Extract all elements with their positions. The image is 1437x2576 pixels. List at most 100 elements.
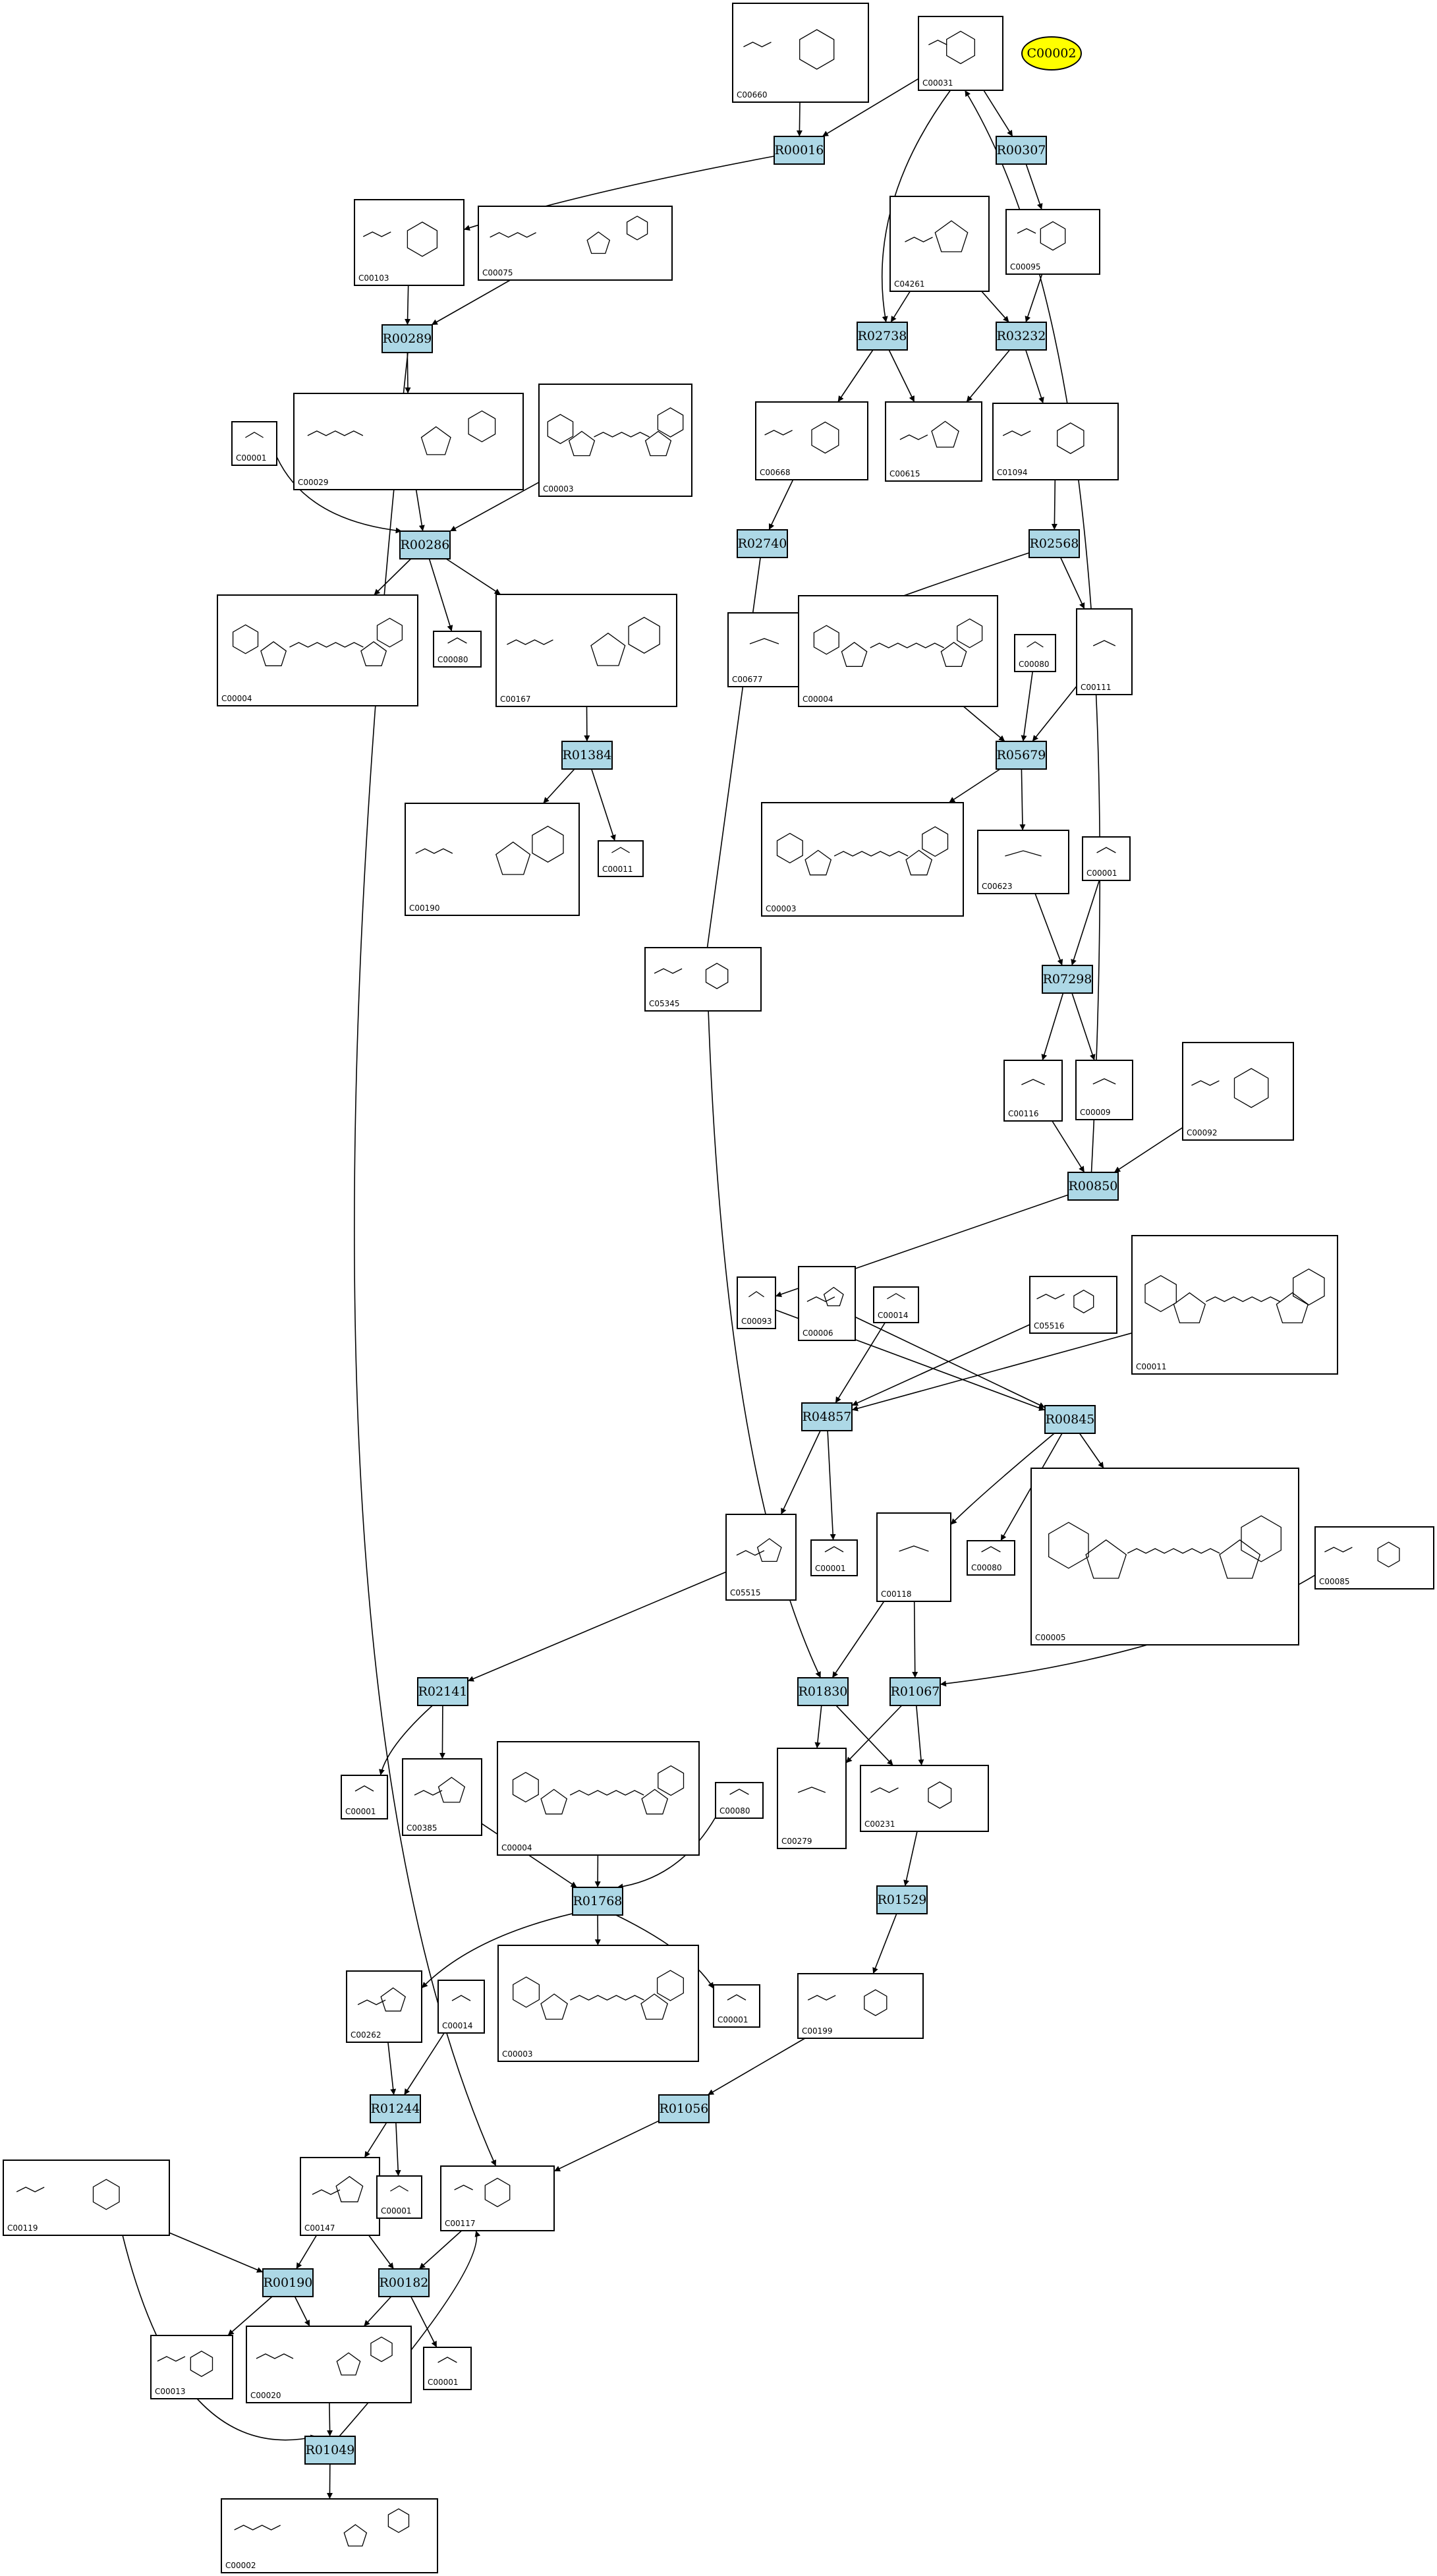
compound-node[interactable]: C00279: [777, 1748, 847, 1849]
compound-node[interactable]: C00190: [405, 803, 580, 916]
compound-node[interactable]: C00080: [1014, 634, 1056, 672]
compound-node[interactable]: C00004: [798, 595, 998, 707]
compound-node[interactable]: C00006: [798, 1266, 856, 1341]
compound-node[interactable]: C00031: [918, 16, 1003, 91]
compound-node[interactable]: C00085: [1314, 1526, 1434, 1589]
compound-node[interactable]: C00002: [221, 2498, 438, 2573]
compound-node[interactable]: C00003: [538, 384, 692, 497]
reaction-node[interactable]: R00307: [996, 136, 1047, 165]
reaction-node[interactable]: R02738: [857, 322, 908, 351]
compound-box: [715, 1782, 764, 1819]
compound-node[interactable]: C00004: [217, 594, 418, 706]
reaction-node[interactable]: R05679: [996, 741, 1047, 770]
reaction-node[interactable]: R07298: [1042, 965, 1093, 994]
compound-node[interactable]: C00167: [495, 594, 677, 707]
compound-node[interactable]: C00001: [376, 2175, 422, 2219]
highlight-compound[interactable]: C00002: [1021, 36, 1082, 71]
compound-node[interactable]: C00029: [293, 393, 524, 490]
compound-node[interactable]: C00001: [713, 1984, 760, 2028]
compound-node[interactable]: C00013: [150, 2335, 233, 2399]
reaction-node[interactable]: R01830: [797, 1677, 849, 1706]
compound-node[interactable]: C00001: [1082, 836, 1131, 881]
compound-node[interactable]: C00003: [761, 802, 964, 917]
compound-node[interactable]: C00095: [1005, 209, 1100, 275]
compound-label: C00199: [802, 2026, 833, 2036]
reaction-node[interactable]: R00845: [1044, 1405, 1096, 1434]
reaction-node[interactable]: R00289: [381, 324, 433, 353]
compound-node[interactable]: C00668: [755, 401, 868, 480]
reaction-node[interactable]: R03232: [996, 322, 1047, 351]
compound-node[interactable]: C00020: [246, 2326, 412, 2403]
reaction-node[interactable]: R02568: [1028, 529, 1080, 558]
structure-drawing: [1017, 221, 1066, 251]
reaction-label: R01049: [306, 2443, 355, 2457]
reaction-node[interactable]: R01529: [876, 1885, 928, 1914]
reaction-node[interactable]: R00850: [1067, 1172, 1119, 1201]
compound-node[interactable]: C00080: [433, 631, 482, 668]
reaction-node[interactable]: R04857: [801, 1402, 853, 1431]
reaction-node[interactable]: R01067: [889, 1677, 941, 1706]
compound-node[interactable]: C00116: [1003, 1060, 1063, 1122]
compound-node[interactable]: C00001: [423, 2347, 472, 2390]
reaction-node[interactable]: R01768: [572, 1887, 623, 1916]
compound-node[interactable]: C00011: [598, 840, 644, 877]
compound-node[interactable]: C00231: [860, 1765, 989, 1832]
reaction-node[interactable]: R01056: [658, 2094, 710, 2123]
compound-node[interactable]: C00199: [797, 1973, 924, 2039]
compound-label: C00003: [766, 904, 797, 913]
compound-node[interactable]: C00014: [437, 1980, 485, 2034]
compound-node[interactable]: C00117: [440, 2165, 555, 2231]
structure-drawing: [16, 2179, 120, 2210]
compound-node[interactable]: C00001: [231, 421, 277, 466]
compound-node[interactable]: C00001: [341, 1775, 388, 1819]
compound-node[interactable]: C00660: [732, 3, 869, 103]
compound-node[interactable]: C00009: [1075, 1060, 1133, 1120]
compound-node[interactable]: C00092: [1182, 1042, 1294, 1141]
compound-label: C05515: [730, 1588, 761, 1597]
compound-label: C00660: [737, 90, 768, 100]
reaction-node[interactable]: R01049: [304, 2436, 356, 2465]
compound-node[interactable]: C00080: [715, 1782, 764, 1819]
reaction-arrow: [395, 2122, 401, 2177]
compound-node[interactable]: C05516: [1029, 1276, 1117, 1334]
compound-node[interactable]: C00615: [885, 401, 982, 482]
structure-drawing: [1144, 1268, 1325, 1324]
reaction-label: R04857: [803, 1410, 852, 1424]
reaction-box: [378, 2268, 430, 2297]
compound-label: C00262: [351, 2030, 381, 2040]
compound-label: C01094: [997, 468, 1028, 477]
compound-node[interactable]: C00111: [1076, 608, 1133, 695]
reaction-node[interactable]: R01244: [370, 2094, 421, 2123]
compound-node[interactable]: C05515: [725, 1514, 797, 1601]
reaction-node[interactable]: R00182: [378, 2268, 430, 2297]
compound-node[interactable]: C00262: [346, 1970, 422, 2043]
reaction-arrow: [467, 1571, 727, 1682]
compound-node[interactable]: C00103: [354, 199, 465, 286]
compound-node[interactable]: C04261: [889, 196, 990, 292]
reaction-node[interactable]: R00016: [774, 136, 825, 165]
reaction-node[interactable]: R02740: [737, 529, 788, 558]
reaction-node[interactable]: R01384: [561, 741, 613, 770]
compound-node[interactable]: C00118: [876, 1512, 951, 1602]
compound-node[interactable]: C00003: [497, 1945, 699, 2062]
compound-node[interactable]: C00147: [300, 2157, 380, 2236]
compound-node[interactable]: C00385: [402, 1758, 482, 1836]
compound-node[interactable]: C00119: [3, 2160, 170, 2236]
compound-node[interactable]: C00001: [810, 1539, 858, 1576]
compound-node[interactable]: C00080: [967, 1540, 1015, 1576]
reaction-node[interactable]: R00286: [399, 530, 451, 559]
compound-node[interactable]: C00093: [737, 1276, 776, 1329]
structure-drawing: [743, 29, 835, 70]
compound-node[interactable]: C00014: [873, 1286, 919, 1323]
reaction-node[interactable]: R02141: [417, 1677, 468, 1706]
compound-node[interactable]: C00677: [727, 612, 801, 687]
reaction-node[interactable]: R00190: [262, 2268, 314, 2297]
compound-node[interactable]: C01094: [992, 403, 1119, 480]
compound-node[interactable]: C00004: [497, 1741, 700, 1856]
compound-node[interactable]: C00075: [478, 206, 673, 281]
compound-node[interactable]: C00005: [1030, 1468, 1299, 1646]
compound-node[interactable]: C05345: [644, 947, 762, 1012]
compound-node[interactable]: C00011: [1131, 1235, 1338, 1375]
compound-node[interactable]: C00623: [977, 830, 1069, 894]
